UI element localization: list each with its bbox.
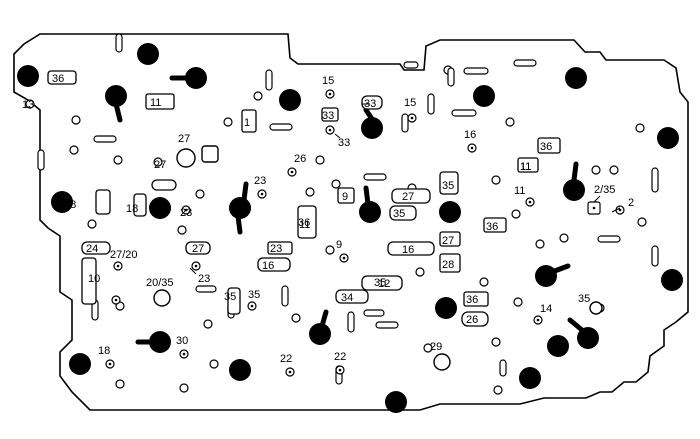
part-number-label: 18 (126, 203, 138, 215)
part-number-label: 10 (88, 273, 100, 285)
part-number-label: 9 (336, 239, 342, 251)
large-hole (661, 269, 683, 291)
part-number-label: 18 (98, 345, 110, 357)
large-hole (69, 353, 91, 375)
large-hole (229, 197, 251, 219)
part-number-label: 33 (338, 137, 350, 149)
boxed-part-number: 36 (486, 221, 498, 233)
leader-lines (189, 103, 621, 275)
large-hole (473, 85, 495, 107)
large-hole (577, 327, 599, 349)
plate-outline (13, 33, 689, 411)
boxed-part-number: 35 (393, 208, 405, 220)
part-number-label: 35 (374, 277, 386, 289)
large-hole (359, 201, 381, 223)
boxed-part-number: 11 (520, 161, 531, 173)
part-number-label: 2/35 (594, 184, 615, 196)
large-hole (565, 67, 587, 89)
boxed-part-number: 16 (402, 244, 414, 256)
large-hole (185, 67, 207, 89)
large-hole (149, 197, 171, 219)
boxed-part-number: 34 (341, 292, 353, 304)
small-holes (25, 65, 647, 395)
part-number-label: 26 (294, 153, 306, 165)
large-hole (279, 89, 301, 111)
large-hole (309, 323, 331, 345)
large-hole (361, 117, 383, 139)
part-number-label: 20/35 (146, 277, 174, 289)
boxed-part-number: 23 (270, 243, 282, 255)
large-hole (105, 85, 127, 107)
part-number-label: 22 (334, 351, 346, 363)
part-number-label: 35 (248, 289, 260, 301)
part-number-label: 22 (280, 353, 292, 365)
boxed-part-number: 16 (262, 260, 274, 272)
boxed-part-number: 36 (466, 294, 478, 306)
part-number-label: 23 (254, 175, 266, 187)
large-holes (17, 43, 683, 413)
part-number-label: 18 (64, 199, 76, 211)
large-hole (149, 331, 171, 353)
boxed-part-number: 36 (540, 141, 552, 153)
part-number-label: 15 (322, 75, 334, 87)
part-number-label: 27 (154, 159, 166, 171)
boxed-part-number: 11 (150, 97, 161, 109)
part-number-label: 29 (430, 341, 442, 353)
large-hole (519, 367, 541, 389)
boxed-part-number: 9 (342, 191, 348, 203)
square-port (201, 145, 219, 163)
large-hole (563, 179, 585, 201)
large-hole (439, 201, 461, 223)
large-hole (547, 335, 569, 357)
medium-holes (153, 148, 603, 371)
boxed-part-number: 27 (192, 243, 204, 255)
part-number-label: 16 (464, 129, 476, 141)
boxed-part-number: 1 (244, 117, 250, 129)
boxed-part-number: 13 (22, 99, 34, 111)
large-hole (137, 43, 159, 65)
boxed-part-number: 33 (322, 110, 334, 122)
boxed-part-number: 36 (52, 73, 64, 85)
label-boxes (47, 70, 561, 327)
fitting-dots (108, 92, 622, 374)
boxed-part-number: 27 (402, 191, 414, 203)
boxed-part-number: 24 (86, 243, 98, 255)
boxed-part-number: 28 (442, 259, 454, 271)
boxed-part-number: 27 (442, 235, 454, 247)
part-number-label: 30 (176, 335, 188, 347)
boxed-part-number: 12 (378, 278, 390, 290)
large-hole (51, 191, 73, 213)
boxed-part-number: 11 (520, 161, 531, 173)
part-number-label: 2 (628, 197, 634, 209)
large-hole (657, 127, 679, 149)
part-number-label: 27/20 (110, 249, 138, 261)
part-number-label: 23 (180, 207, 192, 219)
part-number-label: 27 (178, 133, 190, 145)
large-hole (17, 65, 39, 87)
part-number-label: 14 (540, 303, 552, 315)
large-hole (229, 359, 251, 381)
boxed-part-number: 11 (299, 219, 310, 231)
part-number-label: 15 (404, 97, 416, 109)
boxed-part-number: 33 (364, 98, 376, 110)
boxed-part-number: 35 (442, 180, 454, 192)
large-hole (385, 391, 407, 413)
part-number-label: 35 (224, 291, 236, 303)
boxed-part-number: 36 (298, 217, 310, 229)
large-hole (435, 297, 457, 319)
part-number-label: 35 (578, 293, 590, 305)
boxed-part-number: 26 (466, 314, 478, 326)
part-number-label: 11 (514, 185, 525, 197)
part-number-label: 23 (198, 273, 210, 285)
hole-stems (113, 75, 585, 345)
large-hole (535, 265, 557, 287)
